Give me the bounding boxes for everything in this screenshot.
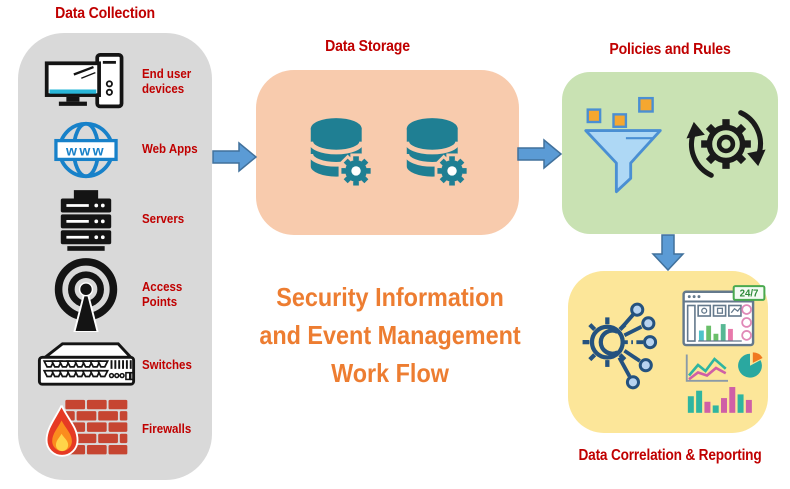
data-storage-panel [256,70,519,235]
database-gear-icon [403,117,469,188]
collection-row-firewalls: Firewalls [30,398,208,460]
caption-line-3: Work Flow [331,358,449,388]
database-gear-icon [307,117,373,188]
end-user-devices-label: End user devices [142,66,192,96]
end-user-devices-icon [44,52,124,109]
dashboard-247-icon: 24/7 [682,285,766,347]
collection-row-access-points: Access Points [30,258,208,333]
policies-rules-panel [562,72,778,234]
collection-row-web-apps: www Web Apps [30,119,208,181]
access-points-icon [54,258,118,333]
www-text: www [65,142,106,158]
switches-icon [37,342,135,386]
arrow-collection-to-storage-icon [212,141,258,173]
data-storage-title: Data Storage [325,38,410,55]
collection-row-end-user-devices: End user devices [30,52,208,111]
collection-row-servers: Servers [30,189,208,251]
web-apps-label: Web Apps [142,142,198,157]
caption-line-1: Security Information [276,282,504,312]
policies-rules-title: Policies and Rules [609,41,731,58]
arrow-storage-to-policies-icon [517,138,563,170]
servers-label: Servers [142,212,185,227]
filter-funnel-icon [584,96,662,194]
arrow-policies-to-reporting-icon [651,234,685,272]
switches-label: Switches [142,357,192,372]
data-collection-panel: End user devices www Web Apps [18,33,212,480]
data-collection-title: Data Collection [55,5,155,22]
bar-chart-icon [687,387,752,413]
web-apps-icon: www [54,121,118,178]
data-correlation-gear-network-icon [582,302,658,390]
badge-24-7-text: 24/7 [740,289,759,300]
collection-row-switches: Switches [30,340,208,390]
firewalls-icon [45,399,128,457]
servers-icon [60,189,112,251]
workflow-caption: Security Information and Event Managemen… [255,278,525,392]
caption-line-2: and Event Management [259,320,521,350]
rules-gear-refresh-icon [686,110,766,178]
reporting-title: Data Correlation & Reporting [578,447,762,464]
firewalls-label: Firewalls [142,421,192,436]
reporting-panel: 24/7 [568,271,768,433]
pie-chart-icon [738,352,763,378]
line-chart-icon [685,354,728,382]
access-points-label: Access Points [142,280,183,310]
